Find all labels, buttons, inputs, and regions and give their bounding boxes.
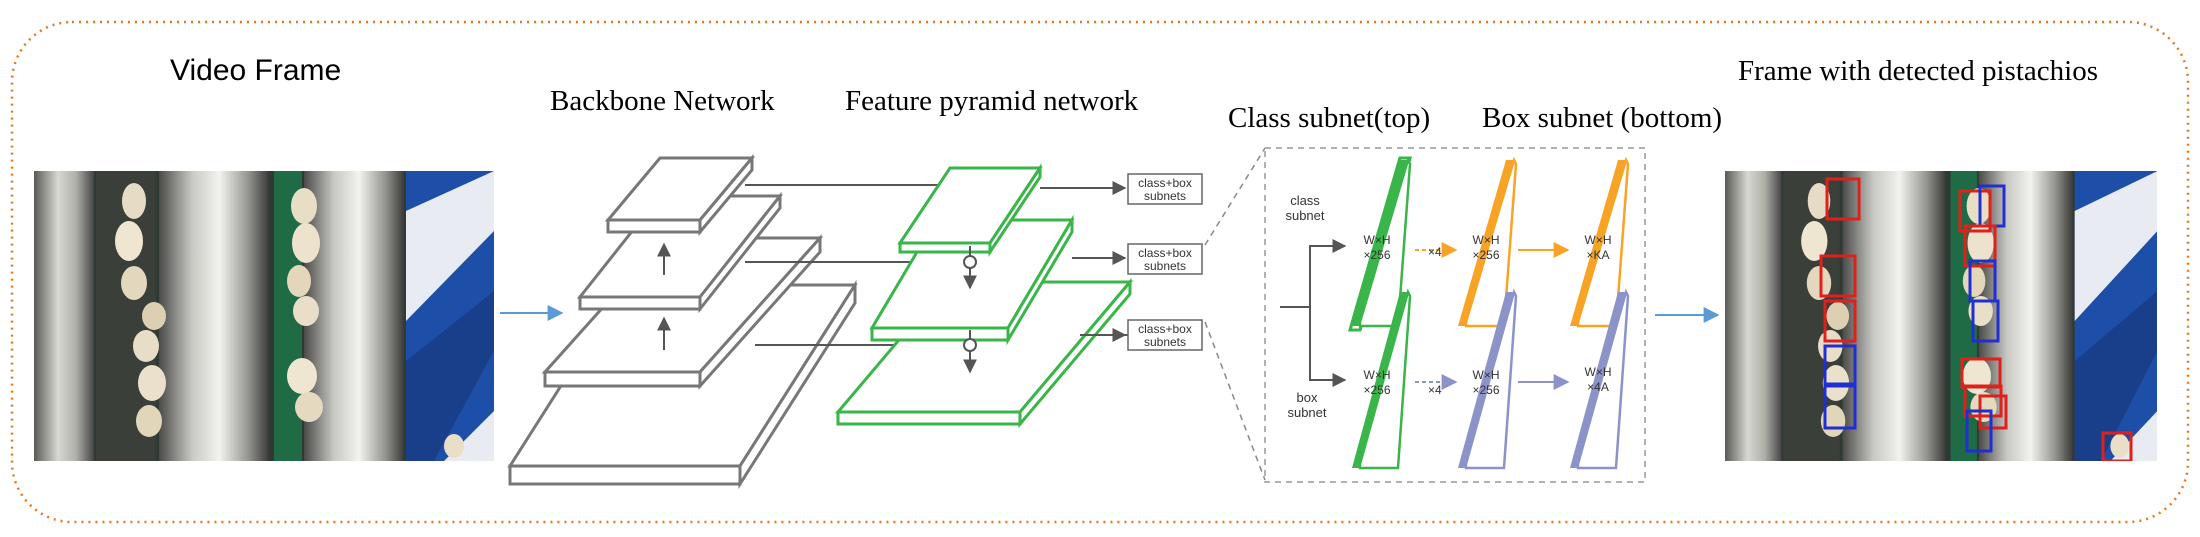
title-feature-pyramid-network: Feature pyramid network [845, 85, 1139, 117]
backbone-stack [507, 153, 858, 490]
class-mid-wh: W×H [1473, 233, 1500, 247]
video-frame-image [34, 171, 494, 461]
detection-boxes [1819, 177, 2133, 461]
svg-text:class+box: class+box [1138, 246, 1192, 260]
box-out-wh: W×H [1585, 365, 1612, 379]
box-out-4a: ×4A [1587, 380, 1609, 394]
fpn-output-box-2: class+box subnets [1127, 243, 1203, 275]
class-repeat-label: ×4 [1428, 245, 1442, 259]
title-output-frame: Frame with detected pistachios [1738, 55, 2098, 87]
box-repeat-label: ×4 [1428, 383, 1442, 397]
svg-text:subnets: subnets [1144, 335, 1186, 349]
fpn-topdown-path [963, 246, 977, 374]
box-mid-c: ×256 [1472, 383, 1499, 397]
svg-text:subnets: subnets [1144, 259, 1186, 273]
class-out-wh: W×H [1585, 233, 1612, 247]
fpn-stack [834, 163, 1134, 429]
title-backbone-network: Backbone Network [550, 85, 775, 117]
svg-text:subnets: subnets [1144, 189, 1186, 203]
box-input-c: ×256 [1363, 383, 1390, 397]
box-input-wh: W×H [1364, 368, 1391, 382]
class-mid-c: ×256 [1472, 248, 1499, 262]
label-class-subnet-1: class [1290, 193, 1320, 208]
outer-dotted-border [10, 20, 2190, 524]
box-subnet-output-plane [1570, 288, 1630, 470]
title-box-subnet: Box subnet (bottom) [1482, 102, 1722, 134]
box-subnet-input-plane [1352, 288, 1412, 470]
label-box-subnet-1: box [1297, 390, 1318, 405]
box-subnet-mid-plane [1458, 288, 1518, 470]
output-frame-image [1725, 171, 2157, 461]
fpn-output-box-3: class+box subnets [1127, 319, 1203, 351]
class-out-ka: ×KA [1586, 248, 1609, 262]
class-input-wh: W×H [1364, 233, 1391, 247]
subnet-detail-frame [1264, 147, 1646, 483]
fpn-output-box-1: class+box subnets [1127, 173, 1203, 205]
zoom-lines [1204, 147, 1266, 481]
class-input-c: ×256 [1363, 248, 1390, 262]
subnet-input-branch [1280, 239, 1347, 387]
title-video-frame: Video Frame [170, 54, 341, 87]
svg-text:class+box: class+box [1138, 176, 1192, 190]
title-class-subnet: Class subnet(top) [1228, 102, 1430, 134]
label-class-subnet-2: subnet [1285, 208, 1324, 223]
svg-text:class+box: class+box [1138, 322, 1192, 336]
label-box-subnet-2: subnet [1287, 405, 1326, 420]
box-mid-wh: W×H [1473, 368, 1500, 382]
